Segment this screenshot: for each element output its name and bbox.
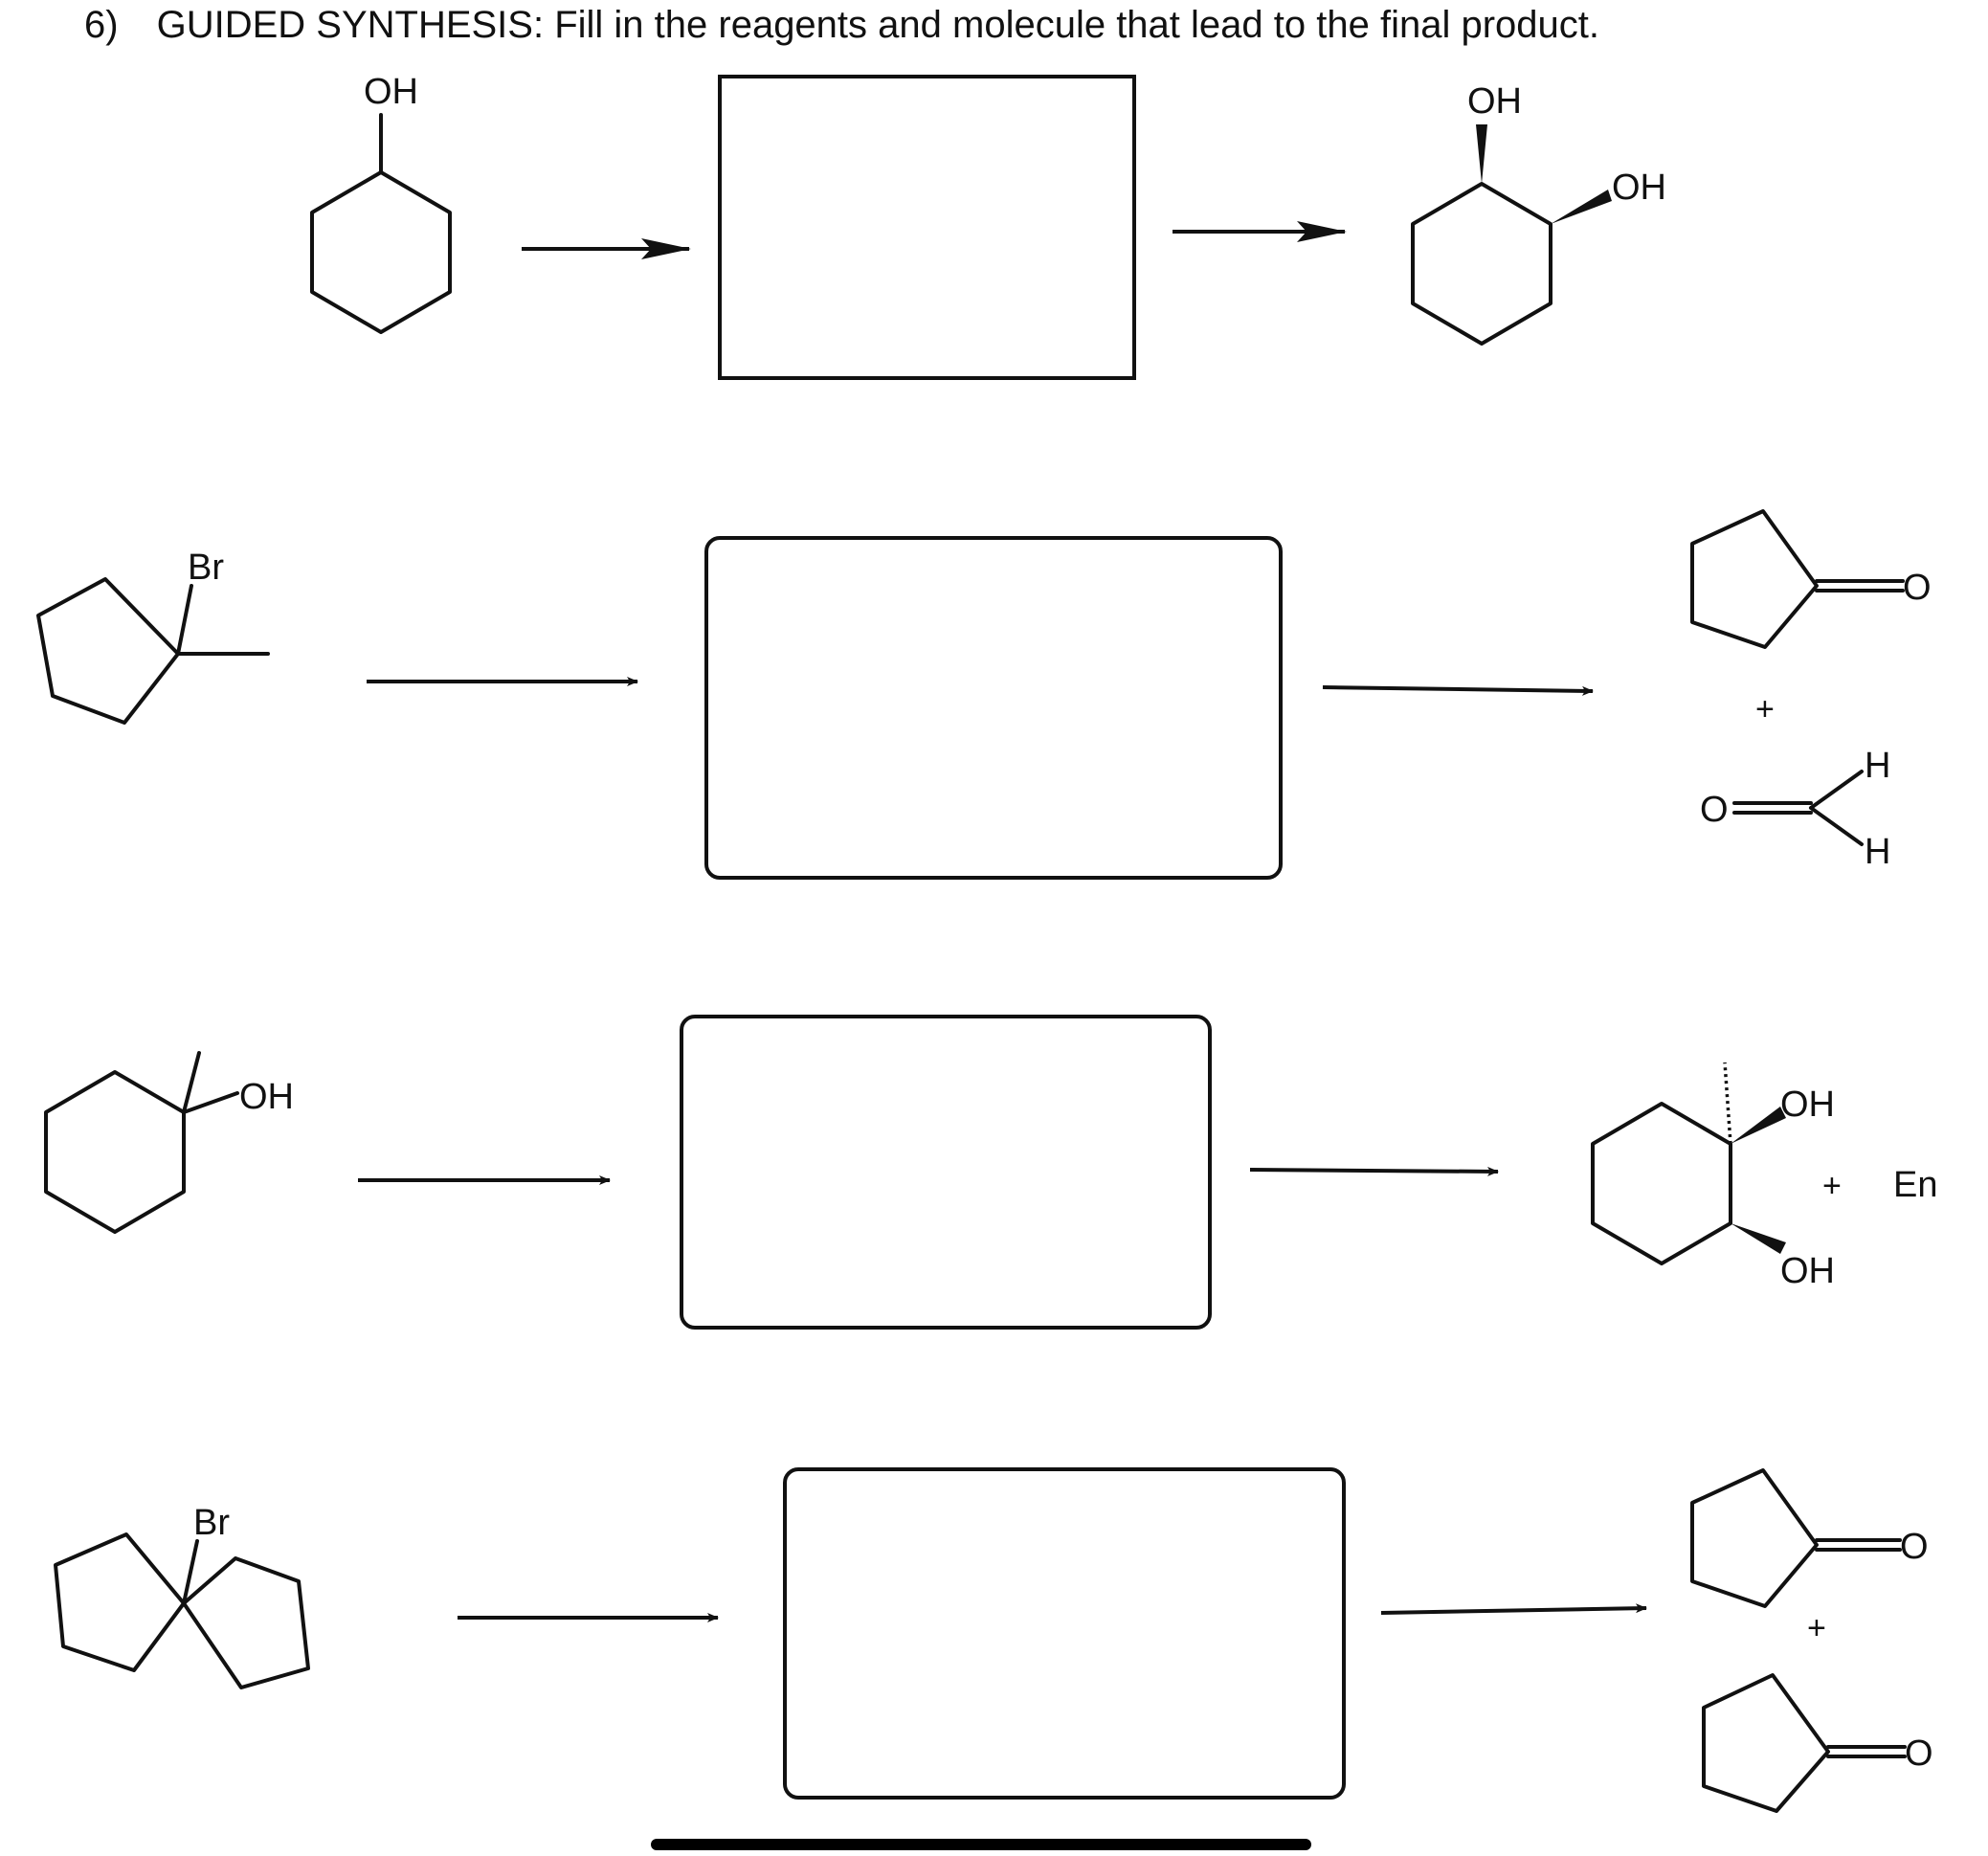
row3-arrow-2 xyxy=(1249,1166,1499,1176)
row3-product-oh-top: OH xyxy=(1780,1085,1835,1125)
row1-product-oh-top: OH xyxy=(1467,81,1522,122)
row4-start-br-label: Br xyxy=(193,1503,230,1543)
row-1: OH OH OH xyxy=(310,72,1666,380)
row1-wedge-bond-right xyxy=(1551,190,1612,224)
row3-answer-box[interactable] xyxy=(680,1015,1212,1330)
row2-plus-sign: + xyxy=(1755,691,1775,727)
row4-answer-box[interactable] xyxy=(783,1467,1346,1800)
row3-wedge-bond-top xyxy=(1731,1107,1786,1144)
row3-tertiary-alcohol: OH xyxy=(44,1051,294,1234)
row1-wedge-bond-up xyxy=(1476,124,1487,184)
row2-h-top-label: H xyxy=(1865,746,1890,786)
row4-plus-sign: + xyxy=(1807,1610,1826,1646)
row2-h-bottom-label: H xyxy=(1865,832,1890,872)
row3-plus-sign: + xyxy=(1822,1168,1842,1204)
row2-formaldehyde-product: O H H xyxy=(1700,746,1890,872)
row3-start-oh-label: OH xyxy=(239,1077,294,1117)
question-text: GUIDED SYNTHESIS: Fill in the reagents a… xyxy=(156,4,1599,46)
row1-start-oh-label: OH xyxy=(364,72,418,112)
row-4: Br O + O xyxy=(54,1467,1933,1813)
home-indicator-bar xyxy=(651,1839,1311,1850)
row4-arrow-2 xyxy=(1380,1603,1647,1615)
row-3: OH OH + OH En xyxy=(44,1015,1937,1330)
row1-product-oh-right: OH xyxy=(1612,168,1666,208)
row2-ketone-o-label: O xyxy=(1903,568,1932,608)
row2-answer-box[interactable] xyxy=(704,536,1283,880)
row4-ketone-o-top: O xyxy=(1900,1527,1929,1567)
row1-answer-box[interactable] xyxy=(718,75,1136,380)
row2-methylbromocyclopentane: Br xyxy=(36,548,270,725)
row2-cyclopentanone-product: O xyxy=(1690,509,1932,649)
question-number: 6) xyxy=(84,4,119,46)
row3-en-label: En xyxy=(1893,1165,1937,1205)
row3-cis-diol-product: OH + OH En xyxy=(1591,1062,1937,1291)
row4-cyclopentanone-top: O xyxy=(1690,1468,1929,1608)
row3-wedge-bond-bottom xyxy=(1731,1223,1786,1254)
row2-start-br-label: Br xyxy=(188,548,224,588)
row1-cyclohexanol: OH xyxy=(310,72,452,334)
row3-hashed-bond xyxy=(1723,1062,1732,1145)
row4-bromo-bicyclopentyl: Br xyxy=(54,1503,310,1689)
row-2: Br O + O H H xyxy=(36,509,1932,880)
row3-product-oh-bottom: OH xyxy=(1780,1251,1835,1291)
row2-arrow-2 xyxy=(1322,685,1594,696)
row4-ketone-o-bottom: O xyxy=(1905,1733,1933,1774)
row4-cyclopentanone-bottom: O xyxy=(1702,1673,1933,1813)
row1-trans-diol-product: OH OH xyxy=(1411,81,1666,346)
row2-aldehyde-o-label: O xyxy=(1700,790,1729,830)
question-title: 6) GUIDED SYNTHESIS: Fill in the reagents… xyxy=(84,4,1599,47)
